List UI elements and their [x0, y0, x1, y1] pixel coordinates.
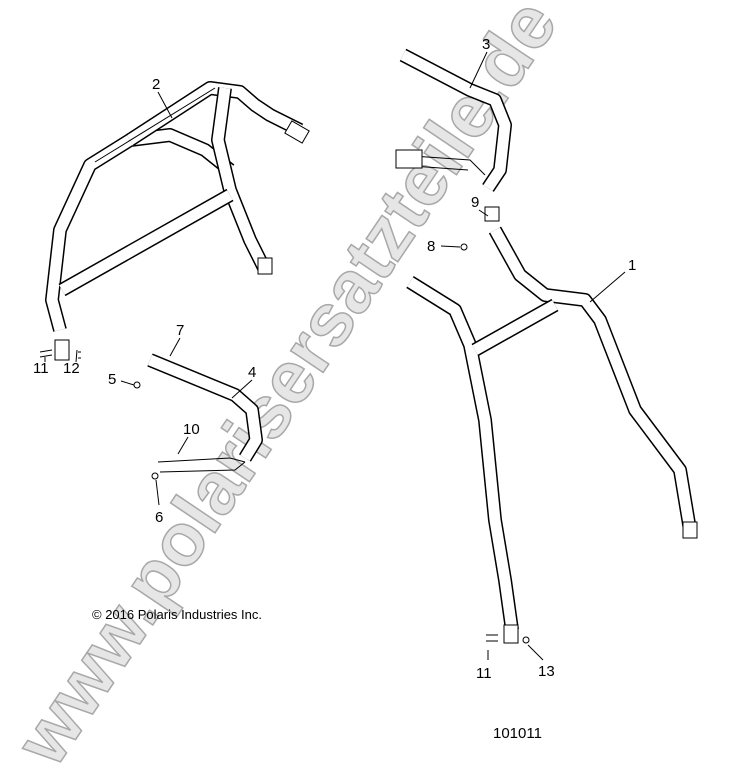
part-4-tube [133, 353, 263, 480]
part-2-rear-cage [39, 81, 310, 361]
copyright-notice: © 2016 Polaris Industries Inc. [92, 607, 262, 622]
callout-11-right: 11 [476, 665, 492, 682]
callout-5: 5 [108, 371, 116, 388]
leader-lines [44, 51, 626, 661]
callout-13: 13 [538, 663, 555, 680]
callout-8: 8 [427, 238, 435, 255]
callout-7: 7 [176, 322, 184, 339]
callout-10: 10 [183, 421, 200, 438]
callout-12: 12 [63, 360, 80, 377]
callout-1: 1 [628, 257, 636, 274]
callout-11-left: 11 [33, 360, 49, 377]
part-3-tube [395, 48, 512, 192]
callout-6: 6 [155, 509, 163, 526]
callout-9: 9 [471, 194, 479, 211]
diagram-number: 101011 [493, 725, 542, 742]
part-1-front-cage [406, 206, 698, 644]
callout-3: 3 [482, 36, 490, 53]
callout-4: 4 [248, 364, 256, 381]
callout-2: 2 [152, 76, 160, 93]
